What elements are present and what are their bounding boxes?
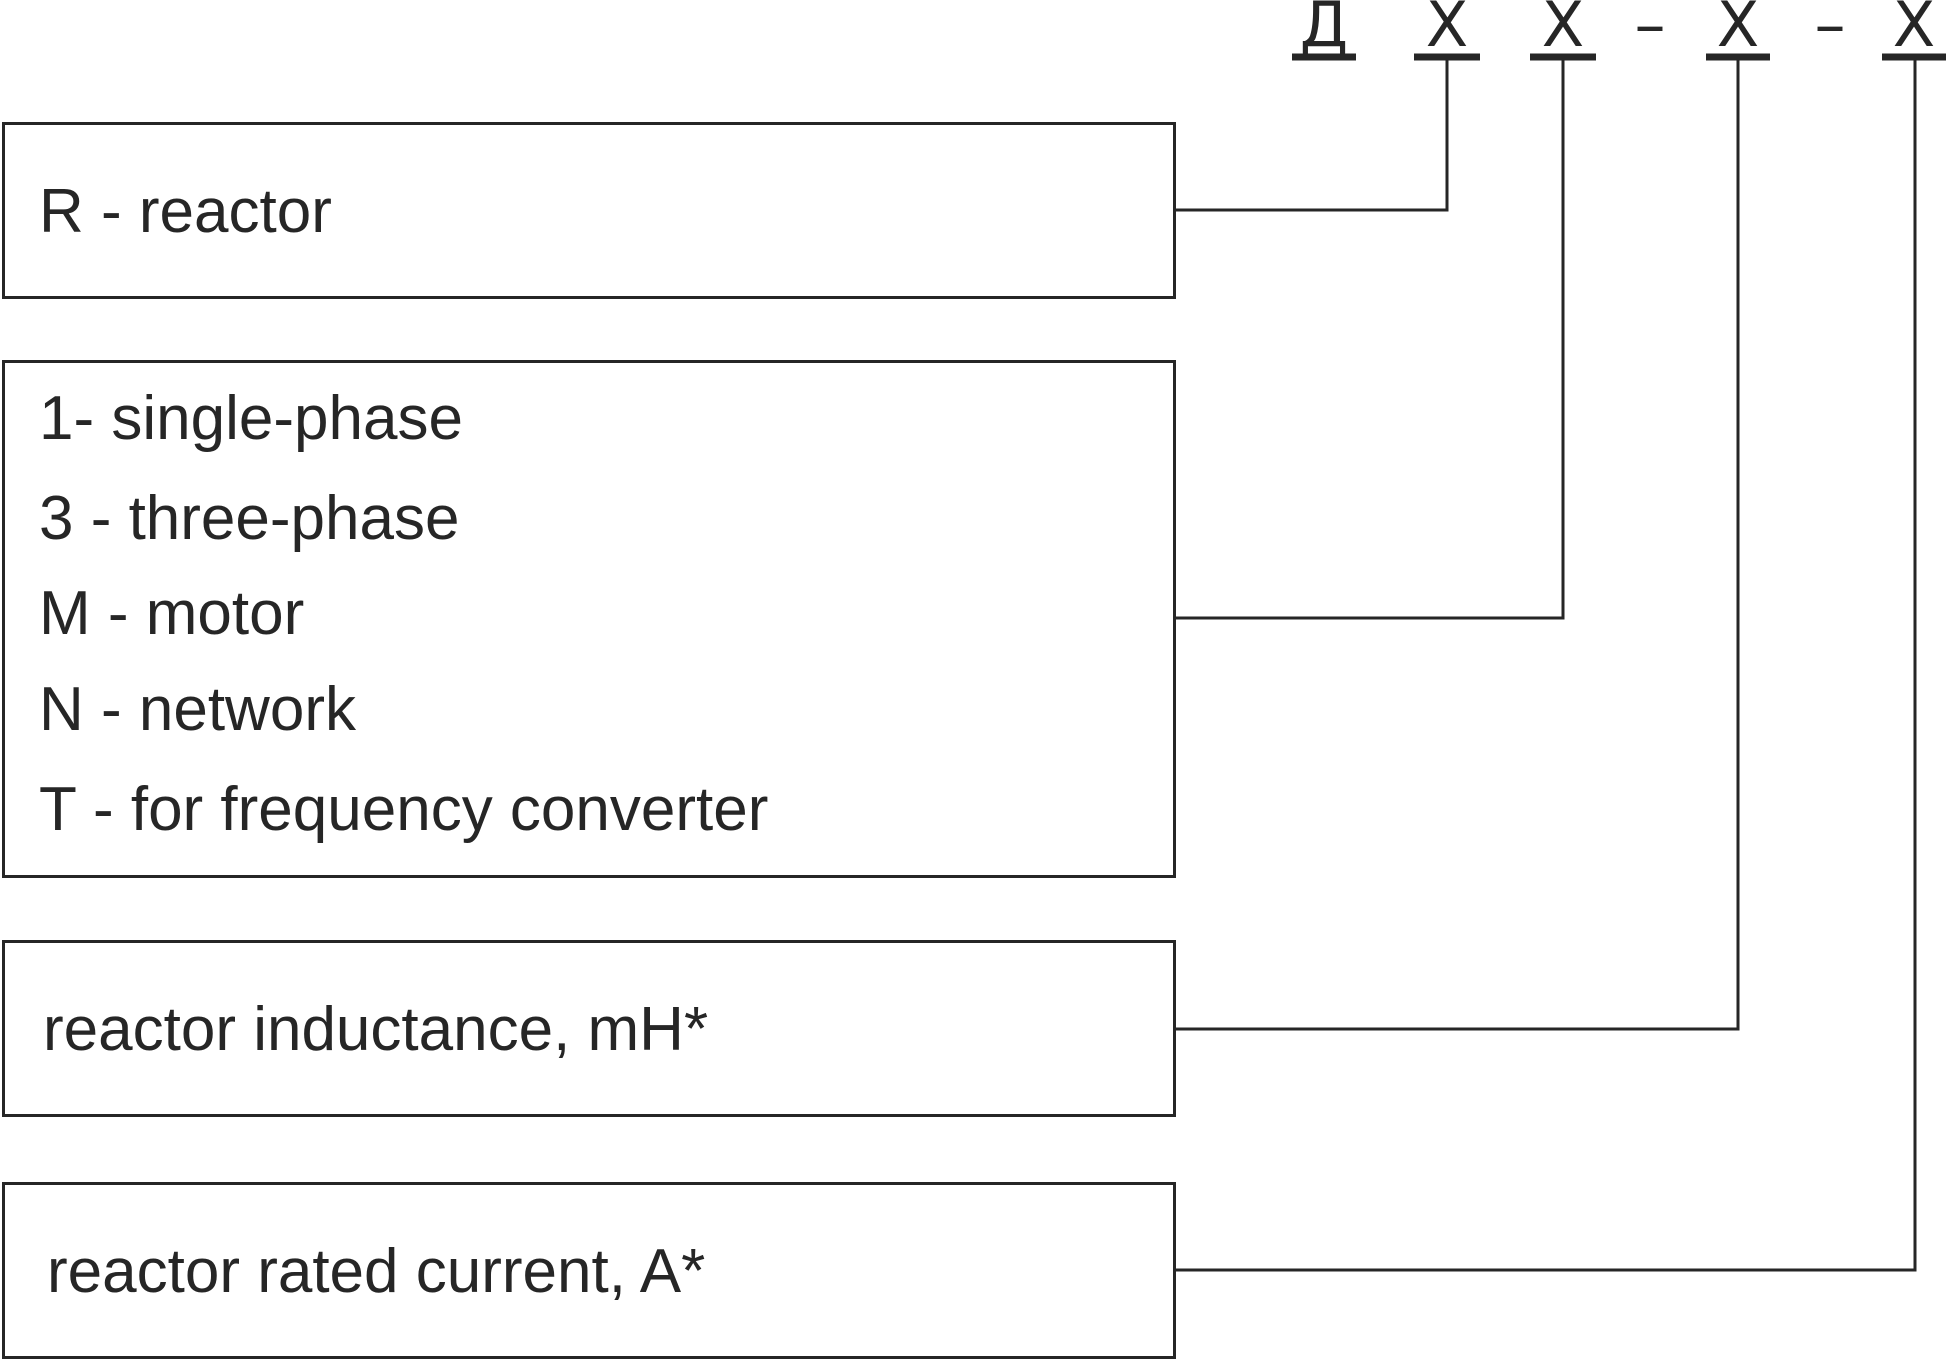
leader-slot3 [1176, 57, 1740, 1031]
code-slot2: X [1541, 0, 1585, 61]
frequency-converter-label: T - for frequency converter [39, 775, 769, 844]
leader-slot1 [1176, 57, 1449, 212]
box-phase-type: 1- single-phase 3 - three-phase M - moto… [2, 360, 1176, 878]
box-rated-current: reactor rated current, A* [2, 1182, 1176, 1359]
box-reactor: R - reactor [2, 122, 1176, 299]
inductance-label: reactor inductance, mH* [43, 995, 709, 1064]
code-prefix: Д [1299, 0, 1349, 61]
phase-three-label: 3 - three-phase [39, 484, 460, 553]
code-slot3: X [1716, 0, 1760, 61]
phase-single-label: 1- single-phase [39, 384, 463, 453]
box-inductance: reactor inductance, mH* [2, 940, 1176, 1117]
network-label: N - network [39, 675, 356, 744]
reactor-label: R - reactor [39, 177, 332, 246]
leader-slot4 [1176, 57, 1917, 1272]
code-slot4: X [1892, 0, 1936, 61]
rated-current-label: reactor rated current, A* [47, 1237, 706, 1306]
code-dash1: – [1634, 0, 1666, 61]
motor-label: M - motor [39, 579, 305, 648]
code-slot1: X [1425, 0, 1469, 61]
code-dash2: – [1814, 0, 1846, 61]
leader-slot2 [1176, 57, 1565, 620]
